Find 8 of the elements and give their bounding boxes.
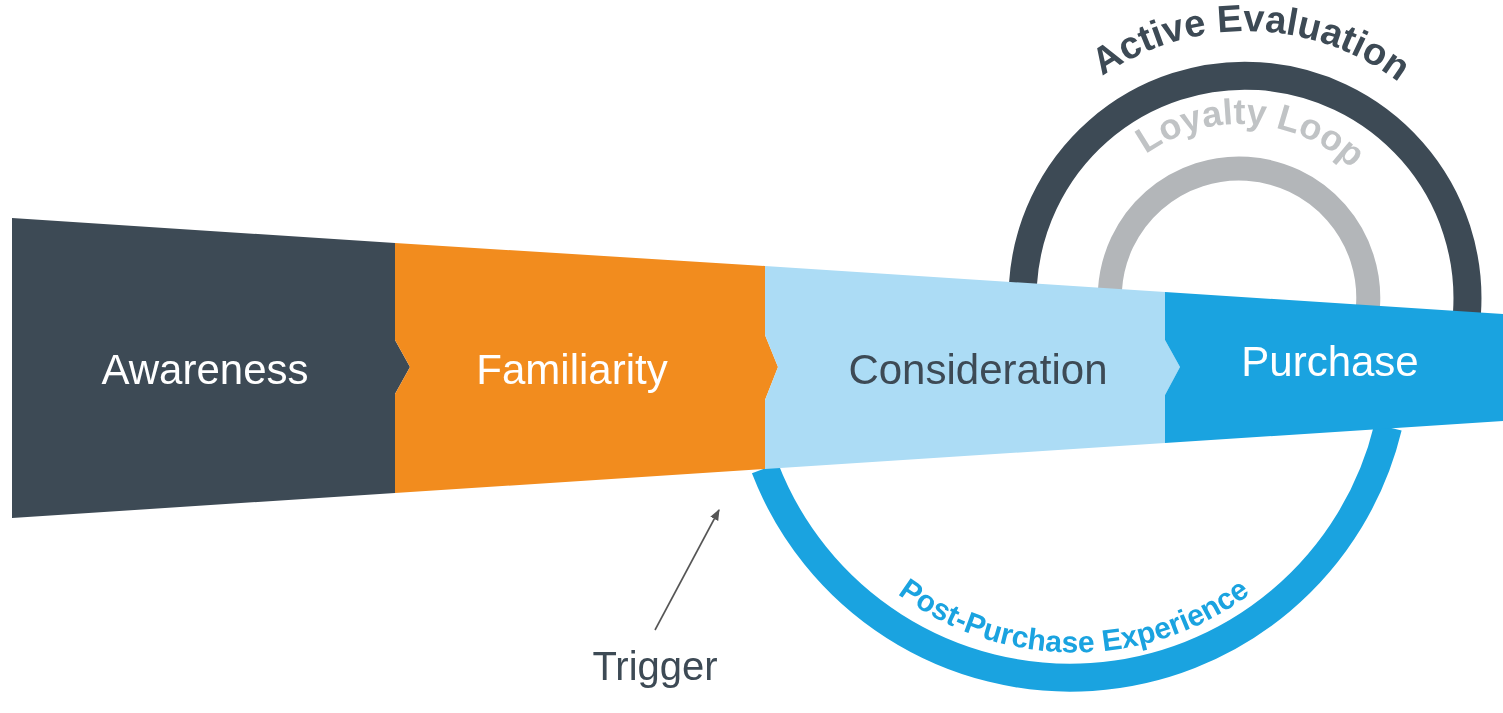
stage-label: Familiarity [476, 346, 668, 394]
stage-label: Consideration [848, 346, 1108, 394]
arrow [654, 509, 720, 631]
arc-band [1009, 61, 1482, 313]
stage-label: Awareness [101, 346, 309, 394]
trigger-label: Trigger [592, 643, 718, 689]
arc-label: Loyalty Loop [1128, 91, 1374, 175]
stage-label: Purchase [1241, 338, 1419, 386]
